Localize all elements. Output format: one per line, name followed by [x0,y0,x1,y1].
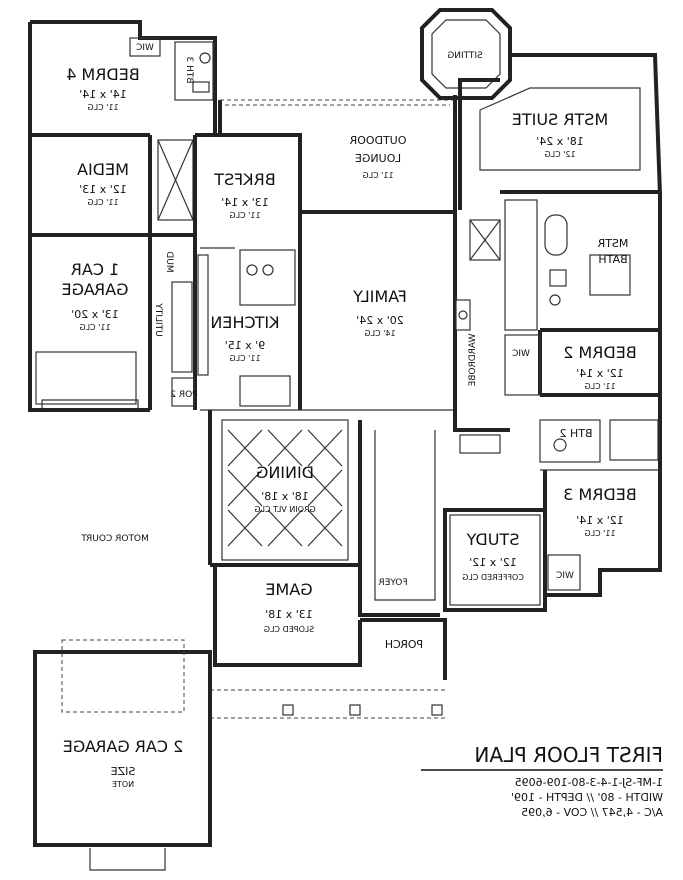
dining-name: DINING [256,463,314,482]
bedrm3-size: 12' x 14' [576,514,624,527]
game-size: 13' x 18' [265,608,313,621]
dining-walls [208,410,362,567]
brkfst-clg: 11' CLG [229,211,260,220]
bth2-label: BTH 2 [559,427,592,440]
bedrm4-clg: 11' CLG [87,103,118,112]
family-size: 20' x 24' [356,314,404,327]
mstr-suite-clg: 12' CLG [544,150,575,159]
garage1-name: 1 CAR [71,260,120,279]
game-name: GAME [265,580,312,599]
wardrobe-label: WARDROBE [468,334,478,387]
outdoor-name: OUTDOOR [349,134,406,147]
garage1-size: 13' x 20' [71,308,119,321]
dining-clg: GROIN VLT CLG [254,505,315,514]
bedrm4-name: BEDRM 4 [66,65,140,84]
study-clg: COFFERED CLG [462,573,524,582]
bedrm3-clg: 11' CLG [584,529,615,538]
media-clg: 11' CLG [87,198,118,207]
family-walls [200,212,471,420]
bth3-label: BTH 3 [184,56,194,83]
garage1-clg: 11' CLG [79,323,110,332]
media-name: MEDIA [77,160,129,179]
bedrm2-clg: 11' CLG [584,382,615,391]
mstr-suite-size: 18' x 24' [536,135,584,148]
bedrm2-size: 12' x 14' [576,367,624,380]
game-walls [210,420,447,719]
study-name: STUDY [466,530,519,549]
porch-label: PORCH [385,638,423,651]
kitchen-size: 9' x 15' [225,339,266,352]
family-name: FAMILY [353,287,407,306]
wic-label: WIC [136,43,154,53]
study-size: 12' x 12' [469,556,517,569]
mstr-suite-name: MSTR SUITE [512,110,608,129]
plan-area: A/C - 4,547 // COV - 6,095 [521,806,663,819]
dining-size: 18' x 18' [261,490,309,503]
mstr-bath-name: MSTR [597,237,628,250]
master-suite-walls [458,53,662,332]
utility-label: UTILITY [153,303,163,337]
wic-label: WIC [556,571,574,581]
garage2-size: SIZE [111,765,136,778]
study-walls [443,508,547,612]
mud-label: MUD [164,251,174,272]
two-car-garage-walls [33,639,212,871]
west-wing-walls [28,20,217,412]
sitting-name: SITTING [447,51,483,61]
mstr-bath-name2: BATH [598,253,627,266]
bedrm3-name: BEDRM 3 [563,485,637,504]
bedrm4-size: 14' x 14' [79,88,127,101]
bedrm2-name: BEDRM 2 [563,343,637,362]
motor-court-label: MOTOR COURT [81,534,149,544]
plan-id: 1-MF-SJ-1-4-3-80-109-6095 [515,776,663,789]
plan-title: FIRST FLOOR PLAN [474,743,663,767]
brkfst-name: BRKFST [214,170,276,189]
kitchen-clg: 11' CLG [229,354,260,363]
room-labels: BEDRM 4 14' x 14' 11' CLG MEDIA 12' x 13… [62,43,637,789]
garage1-name2: GARAGE [62,280,129,299]
garage2-clg: NOTE [112,780,134,789]
outdoor-lounge-walls [218,95,457,214]
family-clg: 14' CLG [364,329,395,338]
title-block: FIRST FLOOR PLAN 1-MF-SJ-1-4-3-80-109-60… [421,743,663,819]
garage2-name: 2 CAR GARAGE [63,737,184,756]
por2-label: POR 2 [170,390,197,400]
brkfst-size: 13' x 14' [221,196,269,209]
outdoor-name2: LOUNGE [355,152,401,165]
vertical-labels: BTH 3 UTILITY MUD WARDROBE [153,56,478,386]
outdoor-clg: 11' CLG [362,171,393,180]
plan-dimensions: WIDTH - 80' // DEPTH - 109' [511,791,663,804]
kitchen-name: KITCHEN [210,313,279,332]
sitting-octagon [420,8,512,100]
media-size: 12' x 13' [79,183,127,196]
wic-label: WIC [512,349,530,359]
foyer-label: FOYER [378,578,407,588]
game-clg: SLOPED CLG [264,625,314,634]
